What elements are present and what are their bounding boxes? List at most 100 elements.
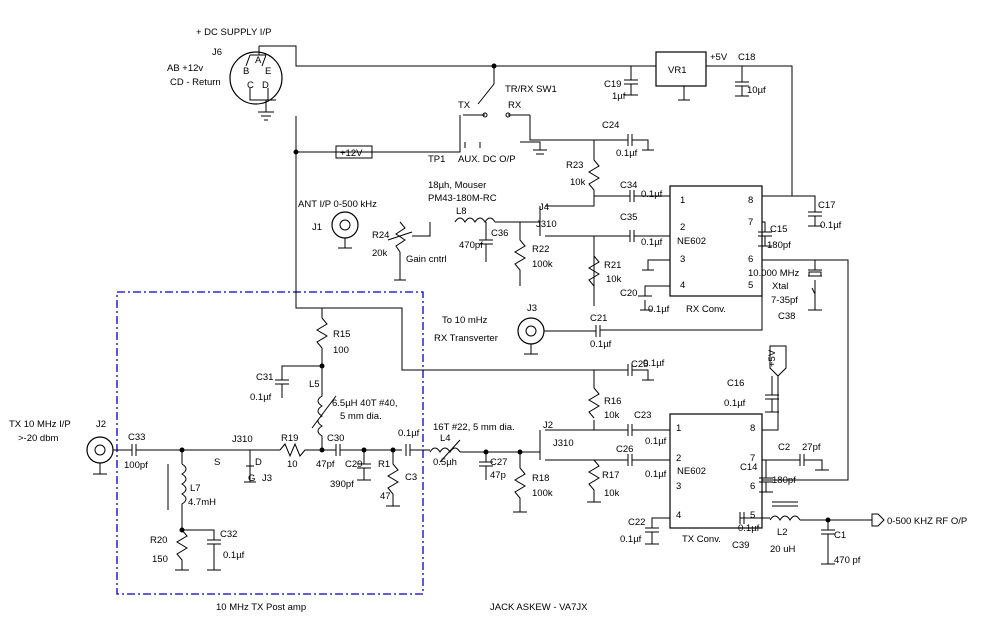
r16-value: 10k <box>604 410 620 421</box>
c20-value: 0.1µf <box>648 304 670 315</box>
r24-label: R24 <box>372 230 389 241</box>
gain-label: Gain cntrl <box>406 254 447 265</box>
r15-value: 100 <box>333 345 349 356</box>
l5-note1: 6.5µH 40T #40, <box>332 398 398 409</box>
l7-value: 4.7mH <box>188 497 216 508</box>
l4-note: 16T #22, 5 mm dia. <box>433 422 515 433</box>
tp1-label: TP1 <box>428 154 445 165</box>
c1-value: 470 pf <box>834 555 861 566</box>
switch-lever[interactable] <box>296 66 595 160</box>
c3-value: 0.1µf <box>398 428 420 439</box>
rx-pin8: 8 <box>748 195 753 206</box>
transverter-label2: RX Transverter <box>434 333 498 344</box>
c27-value: 47p <box>490 470 506 481</box>
c39-value: 0.1µf <box>738 523 760 534</box>
c27-label: C27 <box>490 457 507 468</box>
rx-transverter-jack-j3[interactable] <box>517 317 545 345</box>
r21-value: 10k <box>606 274 622 285</box>
author-credit: JACK ASKEW - VA7JX <box>490 602 588 613</box>
supply-note-cd: CD - Return <box>170 77 221 88</box>
r24-pot[interactable] <box>387 221 431 280</box>
j2-fet-label: J2 <box>543 420 553 431</box>
r17-label: R17 <box>602 470 619 481</box>
r19-label: R19 <box>281 433 298 444</box>
c38-label: C38 <box>778 311 795 322</box>
c21-label: C21 <box>590 313 607 324</box>
r18-value: 100k <box>532 488 553 499</box>
j3-rx-label: J3 <box>527 303 537 314</box>
tx-pin3: 3 <box>676 481 681 492</box>
c22-label: C22 <box>628 517 645 528</box>
c1-label: C1 <box>834 530 846 541</box>
c31-label: C31 <box>256 372 273 383</box>
tx-pin2: 2 <box>676 453 681 464</box>
r15-resistor <box>275 317 328 398</box>
r18-label: R18 <box>532 473 549 484</box>
r21-label: R21 <box>604 260 621 271</box>
c30-label: C30 <box>327 433 344 444</box>
ground-symbol <box>258 111 274 121</box>
c34-value: 0.1µf <box>641 189 663 200</box>
c36-label: C36 <box>491 228 508 239</box>
rf-output-label: 0-500 KHZ RF O/P <box>887 516 967 527</box>
rx-ic-label: NE602 <box>677 236 706 247</box>
r19-value: 10 <box>287 459 298 470</box>
l5-label: L5 <box>309 379 320 390</box>
j2-tx-label: J2 <box>96 419 106 430</box>
c18-label: C18 <box>738 52 755 63</box>
tx-input-jack-j2[interactable] <box>86 436 114 464</box>
supply-note-ab: AB +12v <box>167 63 203 74</box>
r19-resistor <box>279 442 402 458</box>
dc-supply-jack[interactable] <box>229 51 283 105</box>
pin-a-label: A <box>255 55 262 66</box>
tx-conv-label: TX Conv. <box>682 534 721 545</box>
rx-pin1: 1 <box>680 195 685 206</box>
rf-output-port[interactable] <box>871 513 885 527</box>
c25-value: 0.1µf <box>643 358 665 369</box>
r17-value: 10k <box>604 488 620 499</box>
tx-input-label2: >-20 dbm <box>18 433 58 444</box>
tx-ic-label: NE602 <box>677 466 706 477</box>
r1-label: R1 <box>378 459 390 470</box>
tx-ne602-ic <box>669 413 763 529</box>
plus12-label: +12V <box>340 148 363 159</box>
rx-ne602-ic <box>669 185 763 297</box>
l7-label: L7 <box>190 483 201 494</box>
rx-conv-label: RX Conv. <box>686 304 726 315</box>
r20-value: 150 <box>152 554 168 565</box>
supply-wires <box>245 45 640 112</box>
c15-value: 180pf <box>767 240 791 251</box>
rx-pin6: 6 <box>748 254 753 265</box>
rx-wires <box>479 159 630 306</box>
c18-value: 10µf <box>747 85 766 96</box>
c31-value: 0.1µf <box>250 392 272 403</box>
l2-value: 20 uH <box>770 544 795 555</box>
c15-label: C15 <box>770 224 787 235</box>
r1-resistor <box>386 450 400 507</box>
tx-jfet <box>244 449 280 483</box>
r22-value: 100k <box>532 259 553 270</box>
c17-label: C17 <box>818 200 835 211</box>
l4-value: 0.5µh <box>433 457 457 468</box>
pin-c-label: C <box>247 80 254 91</box>
c19-label: C19 <box>604 79 621 90</box>
c36-value: 470pf <box>459 240 483 251</box>
c38-value: 7-35pf <box>771 295 798 306</box>
c32-label: C32 <box>220 529 237 540</box>
pin-b-label: B <box>243 66 249 77</box>
ant-input-label: ANT I/P 0-500 kHz <box>298 199 377 210</box>
c29-value: 390pf <box>330 479 354 490</box>
rx-pin7: 7 <box>748 217 753 228</box>
ant-jack-j1[interactable] <box>331 211 359 239</box>
l8-label: L8 <box>456 206 467 217</box>
fet-s-label: S <box>214 457 220 468</box>
tx-pin1: 1 <box>676 423 681 434</box>
r16-label: R16 <box>604 396 621 407</box>
r15-label: R15 <box>333 329 350 340</box>
c26-value: 0.1µf <box>645 469 667 480</box>
r20-label: R20 <box>150 535 167 546</box>
reg-wires <box>624 65 793 196</box>
plus5-label: +5V <box>767 349 778 367</box>
rx-pin3: 3 <box>680 254 685 265</box>
plus5-flag <box>769 345 787 377</box>
